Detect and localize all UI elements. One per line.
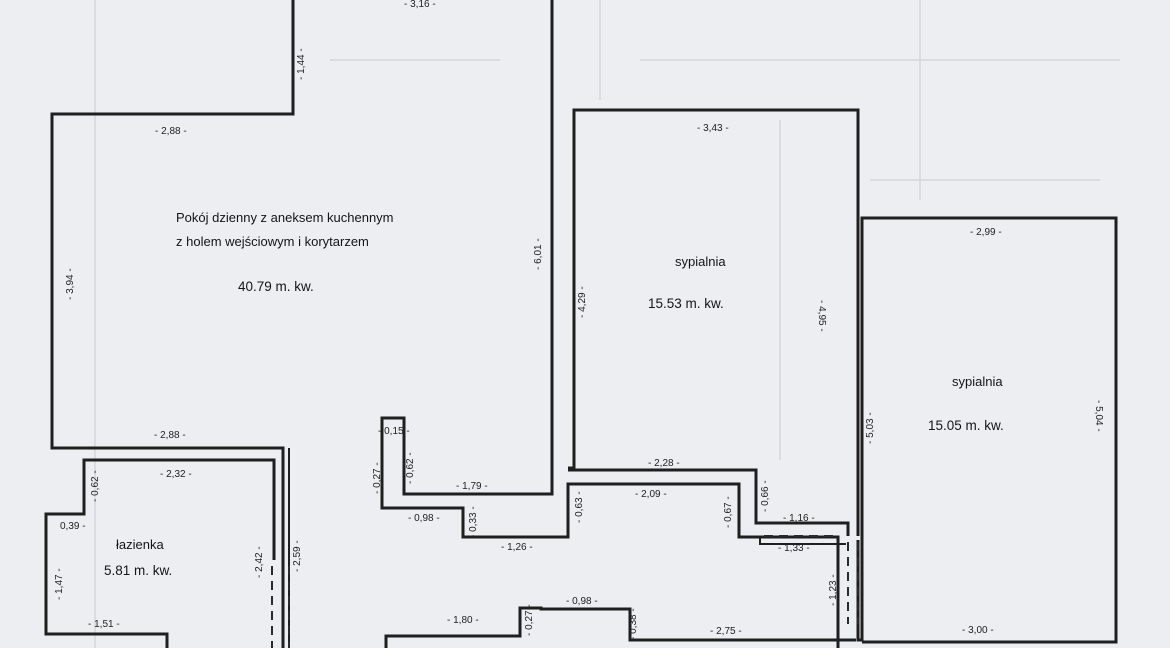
- dim-label: - 0,62 -: [90, 470, 101, 502]
- corridor-small-wall: [759, 536, 846, 545]
- dim-label: - 3,94 -: [65, 268, 76, 300]
- dim-label: - 5,03 -: [865, 412, 876, 444]
- dim-label: - 2,75 -: [710, 626, 742, 637]
- dim-label: - 3,16 -: [404, 0, 436, 10]
- dim-label: - 2,42 -: [254, 546, 265, 578]
- dim-label: - 2,88 -: [155, 126, 187, 137]
- bedroom2-area: 15.05 m. kw.: [928, 418, 1004, 433]
- living-room-name-line2: z holem wejściowym i korytarzem: [176, 234, 369, 249]
- bedroom1-bottom-wall: [568, 468, 850, 536]
- bathroom-name: łazienka: [116, 537, 164, 552]
- dim-label: - 2,59 -: [292, 540, 303, 572]
- bathroom-area: 5.81 m. kw.: [104, 563, 172, 578]
- dim-label: - 5,04 -: [1093, 400, 1104, 432]
- bedroom2-wall: [856, 216, 1118, 644]
- dim-label: - 0,33 -: [468, 506, 479, 538]
- dim-label: - 1,80 -: [447, 615, 479, 626]
- bedroom1-wall: [568, 108, 860, 536]
- dim-label: - 1,44 -: [296, 48, 307, 80]
- dim-label: - 0,62 -: [405, 452, 416, 484]
- dim-label: 0,39 -: [60, 521, 86, 532]
- dim-label: - 0,38 -: [628, 608, 639, 640]
- dim-label: - 0,15 -: [378, 426, 410, 437]
- dim-label: - 6,01 -: [533, 238, 544, 270]
- dim-label: - 0,98 -: [408, 513, 440, 524]
- dim-label: - 1,79 -: [456, 481, 488, 492]
- dim-label: - 2,09 -: [635, 489, 667, 500]
- dim-label: - 2,32 -: [160, 469, 192, 480]
- dim-label: - 4,29 -: [577, 286, 588, 318]
- dim-label: - 0,27 -: [524, 604, 535, 636]
- corridor-bottom-wall: [384, 606, 856, 648]
- dim-label: - 3,43 -: [697, 123, 729, 134]
- living-room-area: 40.79 m. kw.: [238, 279, 314, 294]
- dim-label: - 0,98 -: [566, 596, 598, 607]
- living-room-wall: [50, 0, 295, 648]
- dim-label: - 3,00 -: [962, 625, 994, 636]
- dim-label: - 1,33 -: [778, 543, 810, 554]
- dim-label: - 1,23 -: [828, 574, 839, 606]
- dimension-labels-vertical: - 1,44 - - 3,94 - - 6,01 - - 4,29 - - 4,…: [54, 48, 1104, 640]
- living-room-right-wall: [380, 0, 840, 648]
- dim-label: - 1,26 -: [501, 542, 533, 553]
- bedroom1-area: 15.53 m. kw.: [648, 296, 724, 311]
- dim-label: - 0,67 -: [723, 496, 734, 528]
- bathroom-wall: [44, 458, 276, 648]
- dim-label: - 0,66 -: [760, 480, 771, 512]
- dim-label: - 1,47 -: [54, 568, 65, 600]
- dim-label: - 2,28 -: [648, 458, 680, 469]
- dim-label: - 1,16 -: [783, 513, 815, 524]
- bedroom1-name: sypialnia: [675, 254, 726, 269]
- dim-label: - 0,27 -: [372, 462, 383, 494]
- dim-label: - 0,63 -: [574, 491, 585, 523]
- dim-label: - 2,99 -: [970, 227, 1002, 238]
- dim-label: - 1,51 -: [88, 619, 120, 630]
- dimension-labels: - 3,16 - - 2,88 - - 2,88 - - 3,43 - - 2,…: [60, 0, 1002, 637]
- living-room-name-line1: Pokój dzienny z aneksem kuchennym: [176, 210, 394, 225]
- dim-label: - 2,88 -: [154, 430, 186, 441]
- bedroom2-name: sypialnia: [952, 374, 1003, 389]
- background-lines: [94, 0, 1120, 648]
- dim-label: - 4,95 -: [816, 300, 827, 332]
